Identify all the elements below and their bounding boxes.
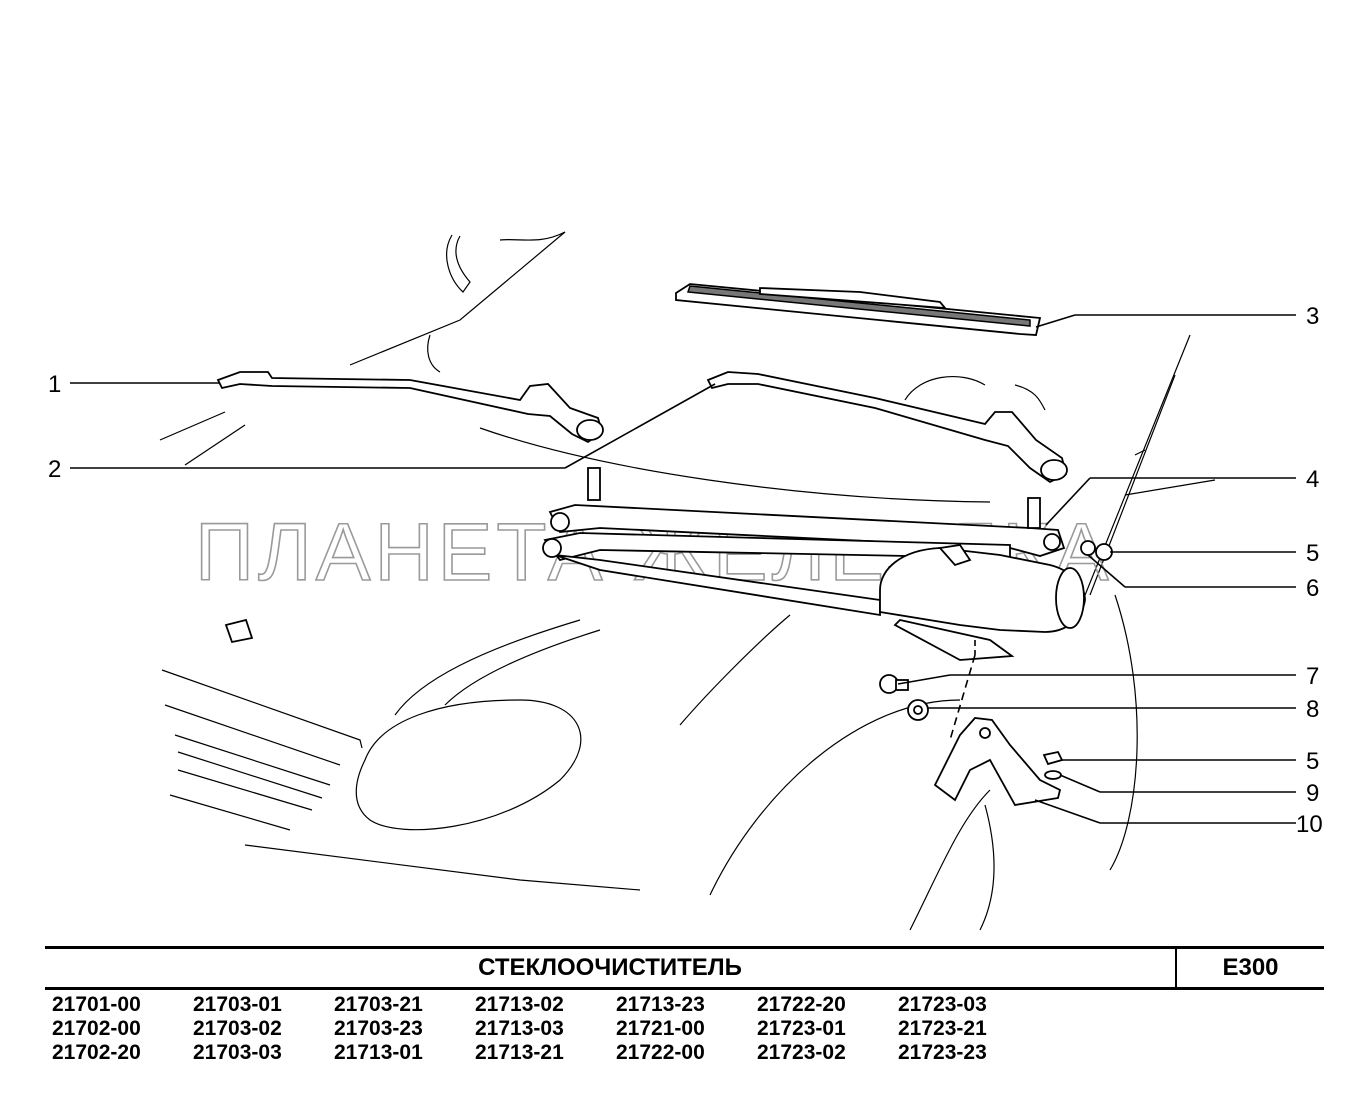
callout-7: 7 xyxy=(1306,663,1319,690)
model-code: 21713-01 xyxy=(334,1041,423,1064)
model-code: 21723-01 xyxy=(757,1017,846,1040)
callout-6: 6 xyxy=(1306,575,1319,602)
nut-lower xyxy=(1042,750,1064,766)
model-code: 21713-21 xyxy=(475,1041,564,1064)
wiper-arm-right xyxy=(706,371,1068,484)
model-code: 21703-02 xyxy=(193,1017,282,1040)
model-code: 21713-03 xyxy=(475,1017,564,1040)
car-body-outline xyxy=(159,231,1216,931)
callout-labels: 1 2 3 4 5 6 7 8 5 9 10 xyxy=(48,303,1323,838)
bolt xyxy=(879,674,909,694)
model-code: 21701-00 xyxy=(52,993,141,1016)
wiper-linkage xyxy=(542,467,1066,617)
model-code: 21703-03 xyxy=(193,1041,282,1064)
section-title: СТЕКЛООЧИСТИТЕЛЬ xyxy=(45,949,1177,987)
model-code: 21723-23 xyxy=(898,1041,987,1064)
wiper-arm-left xyxy=(216,371,604,444)
model-code: 21721-00 xyxy=(616,1017,705,1040)
model-code: 21702-20 xyxy=(52,1041,141,1064)
spring-washer xyxy=(1044,770,1062,780)
callout-8: 8 xyxy=(1306,696,1319,723)
leader-lines xyxy=(70,314,1296,824)
nut-upper xyxy=(1080,540,1113,561)
model-code: 21722-20 xyxy=(757,993,846,1016)
callout-5-upper: 5 xyxy=(1306,540,1319,567)
exploded-view-diagram: ПЛАНЕТА ЖЕЛЕЗЯКА xyxy=(48,231,1323,931)
model-code: 21703-21 xyxy=(334,993,423,1016)
wiper-motor xyxy=(224,544,1086,661)
callout-10: 10 xyxy=(1296,811,1323,838)
model-code: 21723-21 xyxy=(898,1017,987,1040)
model-code: 21722-00 xyxy=(616,1041,705,1064)
model-code: 21723-03 xyxy=(898,993,987,1016)
washer xyxy=(907,699,929,721)
callout-5-lower: 5 xyxy=(1306,748,1319,775)
callout-9: 9 xyxy=(1306,780,1319,807)
title-block: СТЕКЛООЧИСТИТЕЛЬ E300 xyxy=(45,946,1324,990)
wiper-blade xyxy=(675,283,1042,336)
model-code: 21713-02 xyxy=(475,993,564,1016)
model-code: 21703-23 xyxy=(334,1017,423,1040)
model-code: 21713-23 xyxy=(616,993,705,1016)
model-code: 21723-02 xyxy=(757,1041,846,1064)
model-code: 21703-01 xyxy=(193,993,282,1016)
callout-4: 4 xyxy=(1306,466,1319,493)
section-code: E300 xyxy=(1222,954,1279,981)
model-list: 21701-00 21702-00 21702-20 21703-01 2170… xyxy=(52,994,1052,1064)
motor-bracket xyxy=(933,717,1062,806)
model-code: 21702-00 xyxy=(52,1017,141,1040)
callout-3: 3 xyxy=(1306,303,1319,330)
callout-2: 2 xyxy=(48,456,61,483)
callout-1: 1 xyxy=(48,371,61,398)
